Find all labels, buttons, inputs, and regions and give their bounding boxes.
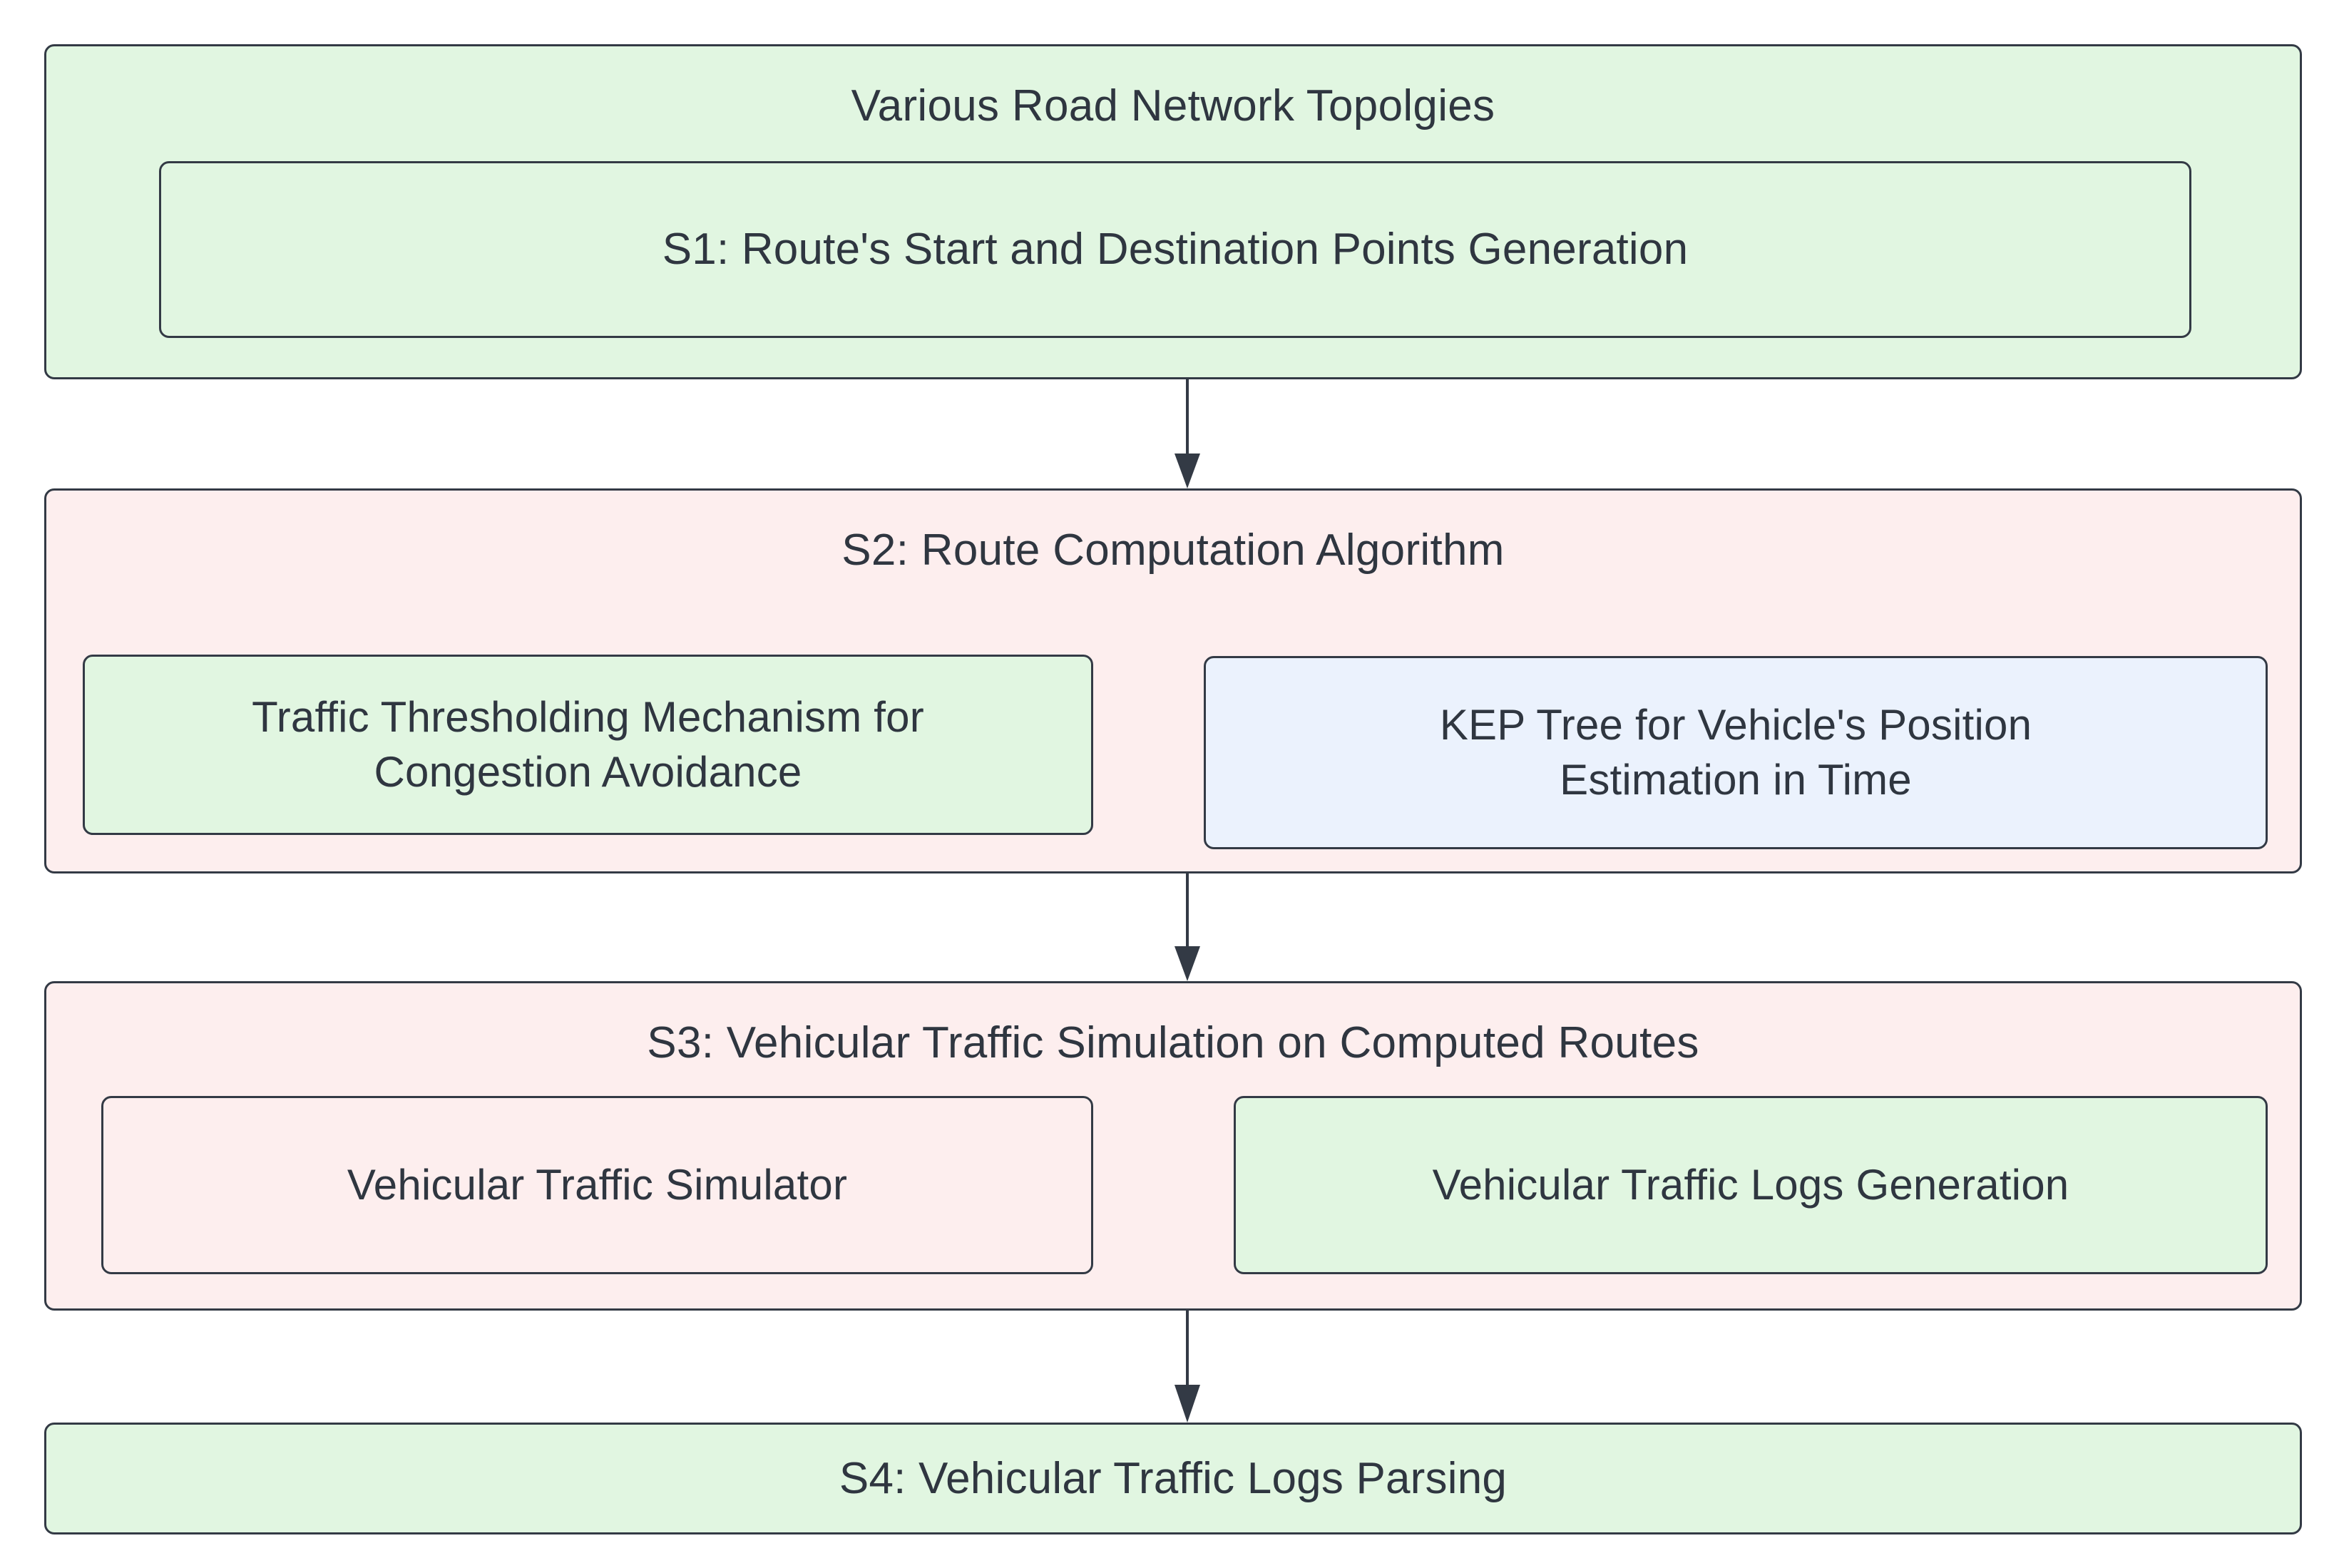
stage-1-container[interactable]: Various Road Network Topolgies S1: Route… <box>44 44 2302 379</box>
stage-4-node[interactable]: S4: Vehicular Traffic Logs Parsing <box>44 1423 2302 1534</box>
stage-1-title: Various Road Network Topolgies <box>851 81 1495 130</box>
s2-node-left[interactable]: Traffic Thresholding Mechanism for Conge… <box>83 655 1093 835</box>
s1-node[interactable]: S1: Route's Start and Destination Points… <box>159 161 2191 338</box>
stage-3-container[interactable]: S3: Vehicular Traffic Simulation on Comp… <box>44 981 2302 1311</box>
s3-node-right[interactable]: Vehicular Traffic Logs Generation <box>1234 1096 2268 1274</box>
s2-node-right[interactable]: KEP Tree for Vehicle's Position Estimati… <box>1204 656 2268 849</box>
stage-2-title: S2: Route Computation Algorithm <box>841 526 1505 575</box>
s3-node-left[interactable]: Vehicular Traffic Simulator <box>101 1096 1093 1274</box>
edge-stage2-to-stage3 <box>1174 873 1200 981</box>
stage-3-title: S3: Vehicular Traffic Simulation on Comp… <box>647 1018 1699 1067</box>
edge-stage1-to-stage2 <box>1174 379 1200 488</box>
edge-stage3-to-stage4 <box>1174 1311 1200 1423</box>
stage-2-container[interactable]: S2: Route Computation Algorithm Traffic … <box>44 488 2302 873</box>
